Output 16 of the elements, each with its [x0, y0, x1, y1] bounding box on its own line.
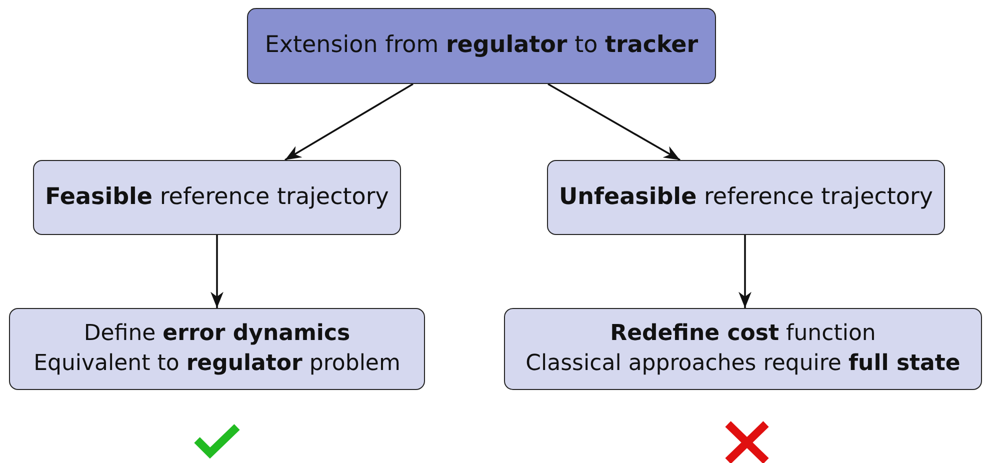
node-text: Feasible reference trajectory [45, 182, 389, 212]
arrow [210, 235, 224, 308]
arrow [548, 83, 680, 161]
process-box [9, 308, 425, 390]
arrow [738, 235, 752, 308]
node-text: Extension from regulator to tracker [264, 31, 698, 60]
node-text: Define error dynamics [84, 320, 350, 348]
process-box [504, 308, 982, 390]
node-text: Equivalent to regulator problem [34, 350, 400, 378]
process-box [33, 160, 401, 235]
node-text: Unfeasible reference trajectory [558, 182, 934, 212]
arrow [284, 83, 414, 161]
process-box [547, 160, 945, 235]
node-text: Redefine cost function [610, 320, 876, 348]
node-text: Classical approaches require full state [526, 350, 960, 378]
process-box [247, 8, 716, 84]
